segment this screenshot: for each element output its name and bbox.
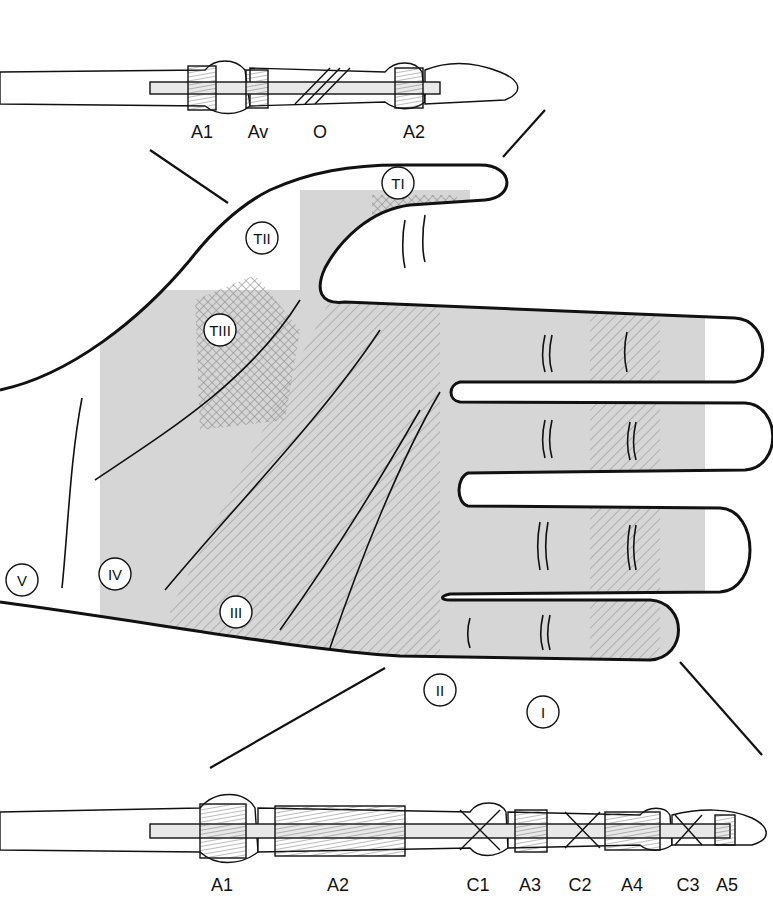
zone-circle: III (219, 595, 253, 629)
zone-number: III (230, 605, 243, 620)
zone-circle: IV (98, 557, 132, 591)
pulley-label: A1 (211, 876, 233, 894)
finger-pulley-inset (0, 795, 766, 863)
zone-circle: TI (381, 166, 415, 200)
zone-circle: II (423, 673, 457, 707)
zone-number: II (436, 683, 444, 698)
pulley-label: Av (248, 123, 269, 141)
zone-shading (0, 190, 705, 670)
zone-number: TI (391, 176, 404, 191)
pulley-label: A1 (191, 123, 213, 141)
zone-number: I (541, 705, 545, 720)
pulley-label: A2 (403, 123, 425, 141)
zone-circle: V (5, 563, 39, 597)
inset-leaders (150, 110, 762, 768)
hand-outline (0, 165, 773, 660)
pulley-label: A4 (621, 876, 643, 894)
thumb-pulley-inset (0, 61, 518, 114)
zone-circle: TIII (203, 313, 237, 347)
zone-number: TII (253, 231, 271, 246)
zone-number: TIII (209, 323, 231, 338)
pulley-label: A2 (327, 876, 349, 894)
skin-creases (62, 215, 636, 650)
pulley-label: C2 (568, 876, 591, 894)
zone-number: V (17, 573, 27, 588)
zone-circle: TII (245, 221, 279, 255)
pulley-label: C1 (466, 876, 489, 894)
pulley-label: O (313, 123, 327, 141)
pulley-label: C3 (676, 876, 699, 894)
pulley-label: A5 (716, 876, 738, 894)
pulley-label: A3 (519, 876, 541, 894)
zone-number: IV (108, 567, 122, 582)
zone-circle: I (526, 695, 560, 729)
